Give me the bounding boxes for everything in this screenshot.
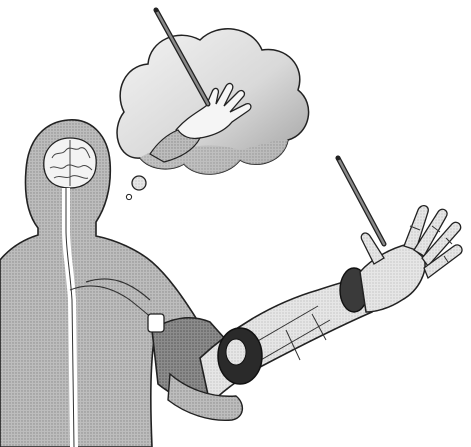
brain-icon: [44, 138, 96, 188]
prosthetic-hand-icon: [360, 206, 462, 312]
pencil-icon: [336, 156, 384, 244]
prosthetic-arm-icon: [148, 268, 372, 420]
